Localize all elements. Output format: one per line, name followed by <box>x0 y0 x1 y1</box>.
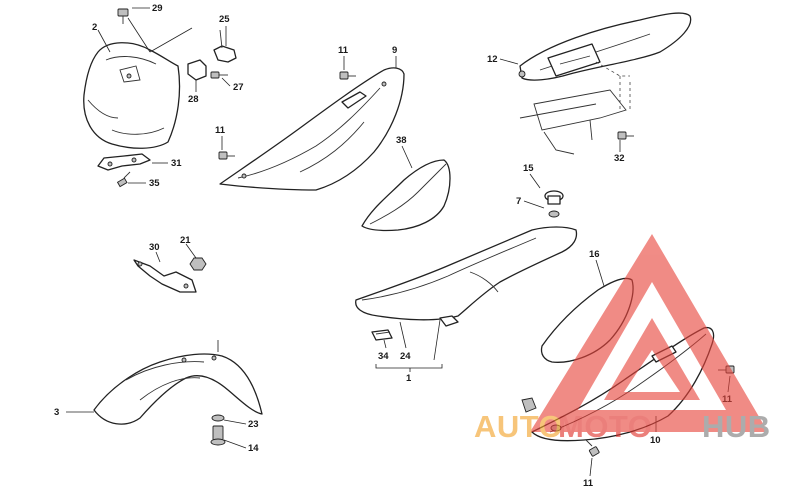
headlight-fairing <box>83 42 181 149</box>
callout-30: 30 <box>149 242 160 253</box>
washer-23 <box>211 414 225 422</box>
filler-cap-15 <box>544 190 564 218</box>
callout-2: 2 <box>92 22 97 33</box>
screw-11-a <box>339 71 356 80</box>
callout-24: 24 <box>400 351 411 362</box>
callout-11-b: 11 <box>215 125 226 136</box>
bracket-30 <box>133 259 197 293</box>
callout-16: 16 <box>589 249 600 260</box>
callout-28: 28 <box>188 94 199 105</box>
bolt-14 <box>210 425 226 446</box>
callout-9: 9 <box>392 45 397 56</box>
callout-11-a: 11 <box>338 45 349 56</box>
watermark-moto-text: MOTO <box>558 409 652 444</box>
callout-3: 3 <box>54 407 59 418</box>
side-panel-9 <box>219 67 405 191</box>
screw-11-d <box>585 439 600 457</box>
front-fender-3 <box>93 340 263 425</box>
callout-21: 21 <box>180 235 191 246</box>
bracket-25 <box>213 29 237 63</box>
screw-11-b <box>218 151 235 160</box>
callout-31: 31 <box>171 158 182 169</box>
callout-38: 38 <box>396 135 407 146</box>
screw-27 <box>210 71 228 79</box>
number-plate-38 <box>361 159 451 232</box>
callout-14: 14 <box>248 443 259 454</box>
headlight-bracket <box>97 153 151 171</box>
callout-27: 27 <box>233 82 244 93</box>
seat-clip-34 <box>371 329 393 341</box>
clip-28 <box>187 59 207 81</box>
watermark-auto-text: AUTO <box>474 409 563 444</box>
callout-34: 34 <box>378 351 389 362</box>
watermark-hub-text: HUB <box>702 409 771 444</box>
callout-7: 7 <box>516 196 521 207</box>
callout-11-d: 11 <box>583 478 594 489</box>
nut-21 <box>189 257 207 271</box>
screw-29 <box>117 8 129 24</box>
callout-23: 23 <box>248 419 259 430</box>
watermark-triangle-logo <box>530 234 768 432</box>
screw-32 <box>617 131 634 140</box>
callout-29: 29 <box>152 3 163 14</box>
rear-tail-assembly <box>518 12 692 155</box>
automotohub-watermark: AUTO MOTO HUB <box>474 234 771 444</box>
callout-12: 12 <box>487 54 498 65</box>
callout-32: 32 <box>614 153 625 164</box>
callout-10: 10 <box>650 435 661 446</box>
seat-24 <box>355 226 578 327</box>
clip-10-grommet <box>521 397 537 413</box>
callout-35: 35 <box>149 178 160 189</box>
callout-labels: 29 2 25 28 27 31 35 11 9 11 38 12 32 15 … <box>54 3 733 489</box>
callout-1: 1 <box>406 373 412 384</box>
screw-35 <box>116 171 131 188</box>
callout-15: 15 <box>523 163 534 174</box>
callout-25: 25 <box>219 14 230 25</box>
